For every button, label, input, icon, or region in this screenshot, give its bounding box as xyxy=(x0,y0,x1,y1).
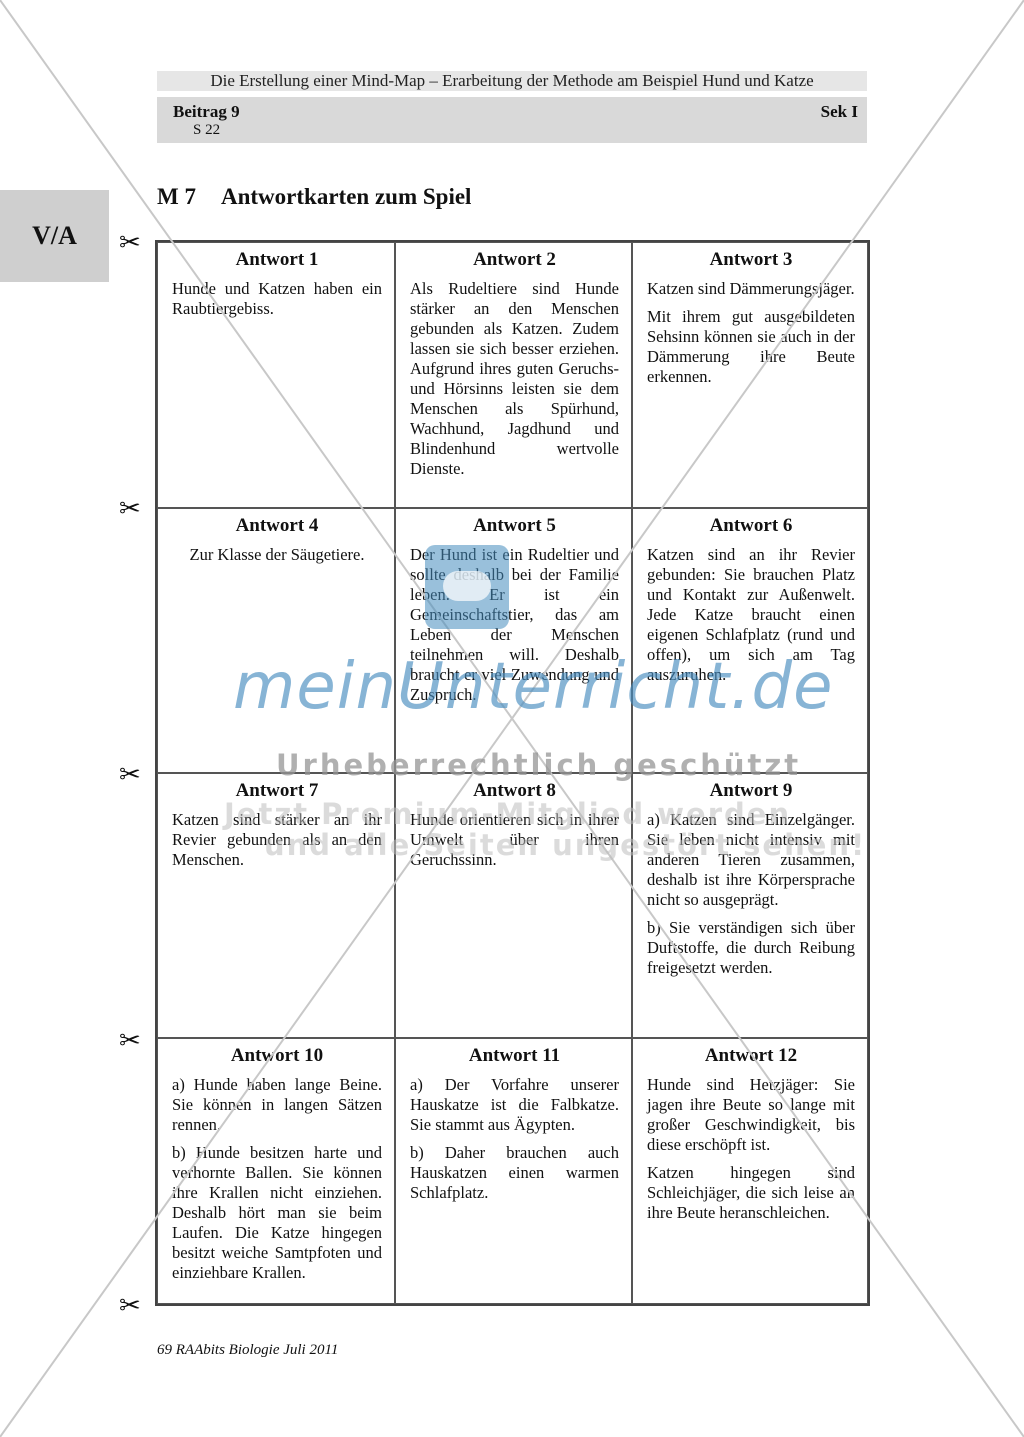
answer-card: Antwort 11 a) Der Vorfahre unserer Hauska… xyxy=(395,1038,632,1304)
answer-card: Antwort 4 Zur Klasse der Säugetiere. xyxy=(157,508,395,773)
answer-card-text: b) Sie verständigen sich über Duftstoffe… xyxy=(647,918,855,977)
answer-card-title: Antwort 11 xyxy=(468,1045,561,1066)
scissors-icon: ✂ xyxy=(119,228,141,257)
answer-card-title: Antwort 1 xyxy=(235,249,319,270)
watermark-premium-sub: und alle Seiten ungestört sehen! xyxy=(264,828,867,862)
answer-card-title: Antwort 6 xyxy=(709,515,793,536)
document-title: Die Erstellung einer Mind-Map – Erarbeit… xyxy=(210,71,814,90)
answer-card-title: Antwort 3 xyxy=(709,249,793,270)
answer-card-text: b) Daher brauchen auch Hauskatzen einen … xyxy=(410,1143,619,1202)
answer-card-title: Antwort 2 xyxy=(473,249,556,270)
answer-card-text: Als Rudeltiere sind Hunde stärker an den… xyxy=(410,279,619,478)
section-number: M 7 xyxy=(157,184,196,209)
answer-card-text: Zur Klasse der Säugetiere. xyxy=(189,545,365,564)
watermark-copyright: Urheberrechtlich geschützt xyxy=(276,748,802,782)
watermark-logo: meinUnterricht.de xyxy=(233,650,834,724)
answer-card-text: Katzen sind Dämmerungsjäger. xyxy=(647,279,855,298)
footer: 69 RAAbits Biologie Juli 2011 xyxy=(157,1342,339,1358)
scissors-icon: ✂ xyxy=(119,760,141,789)
answer-card-text: Hunde sind Hetzjäger: Sie jagen ihre Beu… xyxy=(647,1075,855,1154)
side-tab: V/A xyxy=(0,190,109,282)
scissors-icon: ✂ xyxy=(119,494,141,523)
answer-card-title: Antwort 5 xyxy=(473,515,556,536)
document-title-bar: Die Erstellung einer Mind-Map – Erarbeit… xyxy=(157,71,867,91)
answer-card-title: Antwort 10 xyxy=(230,1045,324,1066)
level-label: Sek I xyxy=(820,102,858,121)
answer-card: Antwort 12 Hunde sind Hetzjäger: Sie jage… xyxy=(632,1038,868,1304)
answer-card: Antwort 10 a) Hunde haben lange Beine. Si… xyxy=(157,1038,395,1304)
answer-card-text: Hunde und Katzen haben ein Raubtiergebis… xyxy=(172,279,382,318)
answer-card: Antwort 1 Hunde und Katzen haben ein Raub… xyxy=(157,242,395,508)
watermark-premium: Jetzt Premium-Mitglied werden xyxy=(224,797,792,831)
header-bar: Beitrag 9 S 22 Sek I xyxy=(157,97,867,143)
answer-card-text: a) Der Vorfahre unserer Hauskatze ist di… xyxy=(410,1075,619,1134)
answer-card-text: b) Hunde besitzen harte und verhornte Ba… xyxy=(172,1143,382,1282)
watermark-logo-icon xyxy=(425,545,509,629)
section-title: Antwortkarten zum Spiel xyxy=(221,184,472,209)
section-heading: M 7 Antwortkarten zum Spiel xyxy=(157,184,471,210)
beitrag-label: Beitrag 9 xyxy=(173,102,240,121)
answer-card-title: Antwort 4 xyxy=(235,515,319,536)
answer-card-text: a) Hunde haben lange Beine. Sie können i… xyxy=(172,1075,382,1134)
answer-card-text: Mit ihrem gut ausgebildeten Sehsinn könn… xyxy=(647,307,855,386)
scissors-icon: ✂ xyxy=(119,1026,141,1055)
side-tab-label: V/A xyxy=(32,221,77,250)
page-number-label: S 22 xyxy=(193,122,221,138)
answer-card-title: Antwort 12 xyxy=(704,1045,798,1066)
answer-card-text: Katzen hingegen sind Schleichjäger, die … xyxy=(647,1163,855,1222)
answer-card: Antwort 2 Als Rudeltiere sind Hunde stärk… xyxy=(395,242,632,508)
scissors-icon: ✂ xyxy=(119,1291,141,1320)
answer-card: Antwort 3 Katzen sind Dämmerungsjäger. Mit… xyxy=(632,242,868,508)
